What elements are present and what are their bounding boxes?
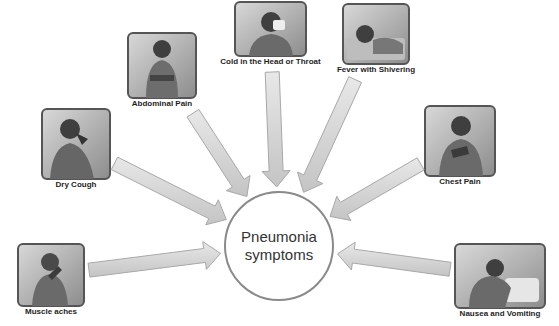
symptom-photo: Abdominal Pain bbox=[128, 33, 196, 98]
center-title: Pneumonia symptoms bbox=[233, 228, 325, 264]
symptom-caption: Fever with Shivering bbox=[335, 65, 417, 75]
photo-muscle bbox=[18, 244, 84, 306]
symptom-caption: Abdominal Pain bbox=[130, 99, 194, 109]
photo-cold bbox=[235, 2, 306, 56]
photo-chest bbox=[425, 106, 495, 176]
photo-cough bbox=[42, 109, 110, 179]
photo-fever bbox=[343, 4, 409, 64]
block-arrow bbox=[88, 242, 220, 278]
block-arrow bbox=[262, 72, 290, 187]
symptom-caption: Muscle aches bbox=[23, 307, 79, 317]
symptom-caption: Nausea and Vomiting bbox=[458, 309, 543, 319]
symptom-caption: Dry Cough bbox=[54, 180, 99, 190]
block-arrow bbox=[338, 242, 452, 276]
symptom-photo: Muscle aches bbox=[18, 244, 84, 306]
symptom-caption: Chest Pain bbox=[437, 177, 482, 187]
center-circle: Pneumonia symptoms bbox=[224, 191, 334, 301]
symptom-photo: Cold in the Head or Throat bbox=[235, 2, 306, 56]
symptom-photo: Chest Pain bbox=[425, 106, 495, 176]
block-arrow bbox=[330, 158, 424, 221]
block-arrow bbox=[298, 77, 362, 193]
photo-nausea bbox=[455, 244, 545, 308]
symptom-photo: Dry Cough bbox=[42, 109, 110, 179]
block-arrow bbox=[187, 109, 250, 196]
symptom-caption: Cold in the Head or Throat bbox=[218, 57, 322, 67]
symptom-photo: Nausea and Vomiting bbox=[455, 244, 545, 308]
symptom-photo: Fever with Shivering bbox=[343, 4, 409, 64]
block-arrow bbox=[111, 157, 226, 225]
photo-abdominal bbox=[128, 33, 196, 98]
